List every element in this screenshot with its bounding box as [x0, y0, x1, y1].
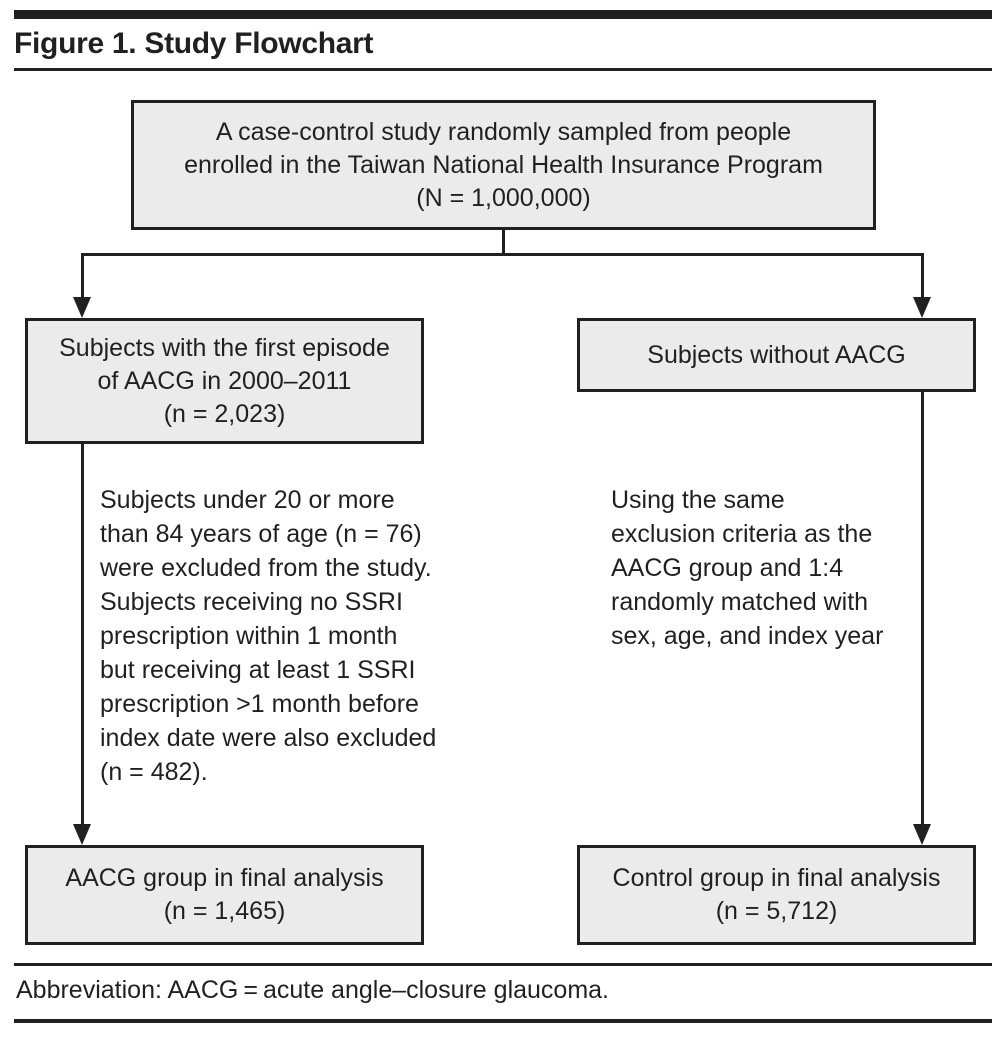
footnote-top-divider: [14, 963, 992, 966]
connector-controls-to-final: [921, 392, 924, 826]
flow-node-controls: Subjects without AACG: [577, 318, 976, 392]
flow-node-source: A case-control study randomly sampled fr…: [131, 100, 876, 230]
connector-split-stem: [502, 230, 505, 256]
flow-node-source-text: A case-control study randomly sampled fr…: [184, 117, 823, 212]
flow-node-cases-text: Subjects with the first episode of AACG …: [59, 333, 390, 428]
arrowhead-to-controls: [913, 297, 931, 318]
title-rule-divider: [14, 68, 992, 71]
figure-title: Figure 1. Study Flowchart: [14, 27, 374, 60]
connector-split-right-drop: [921, 253, 924, 299]
arrowhead-to-control-final: [913, 824, 931, 845]
connector-cases-to-final: [81, 444, 84, 826]
flow-node-case-final: AACG group in final analysis (n = 1,465): [25, 845, 424, 945]
figure-footnote: Abbreviation: AACG = acute angle–closure…: [16, 976, 610, 1004]
arrowhead-to-case-final: [73, 824, 91, 845]
flow-node-case-final-text: AACG group in final analysis (n = 1,465): [65, 864, 384, 925]
flow-node-control-final-text: Control group in final analysis (n = 5,7…: [612, 864, 941, 925]
connector-split-left-drop: [81, 253, 84, 299]
footnote-bottom-divider: [14, 1019, 992, 1023]
flow-node-cases: Subjects with the first episode of AACG …: [25, 318, 424, 444]
annotation-cases-exclusions: Subjects under 20 or more than 84 years …: [100, 486, 437, 786]
connector-split-bar: [81, 253, 923, 256]
top-rule-divider: [14, 10, 992, 19]
flow-node-controls-text: Subjects without AACG: [647, 340, 906, 369]
annotation-controls-matching: Using the same exclusion criteria as the…: [611, 486, 884, 650]
flow-node-control-final: Control group in final analysis (n = 5,7…: [577, 845, 976, 945]
arrowhead-to-cases: [73, 297, 91, 318]
